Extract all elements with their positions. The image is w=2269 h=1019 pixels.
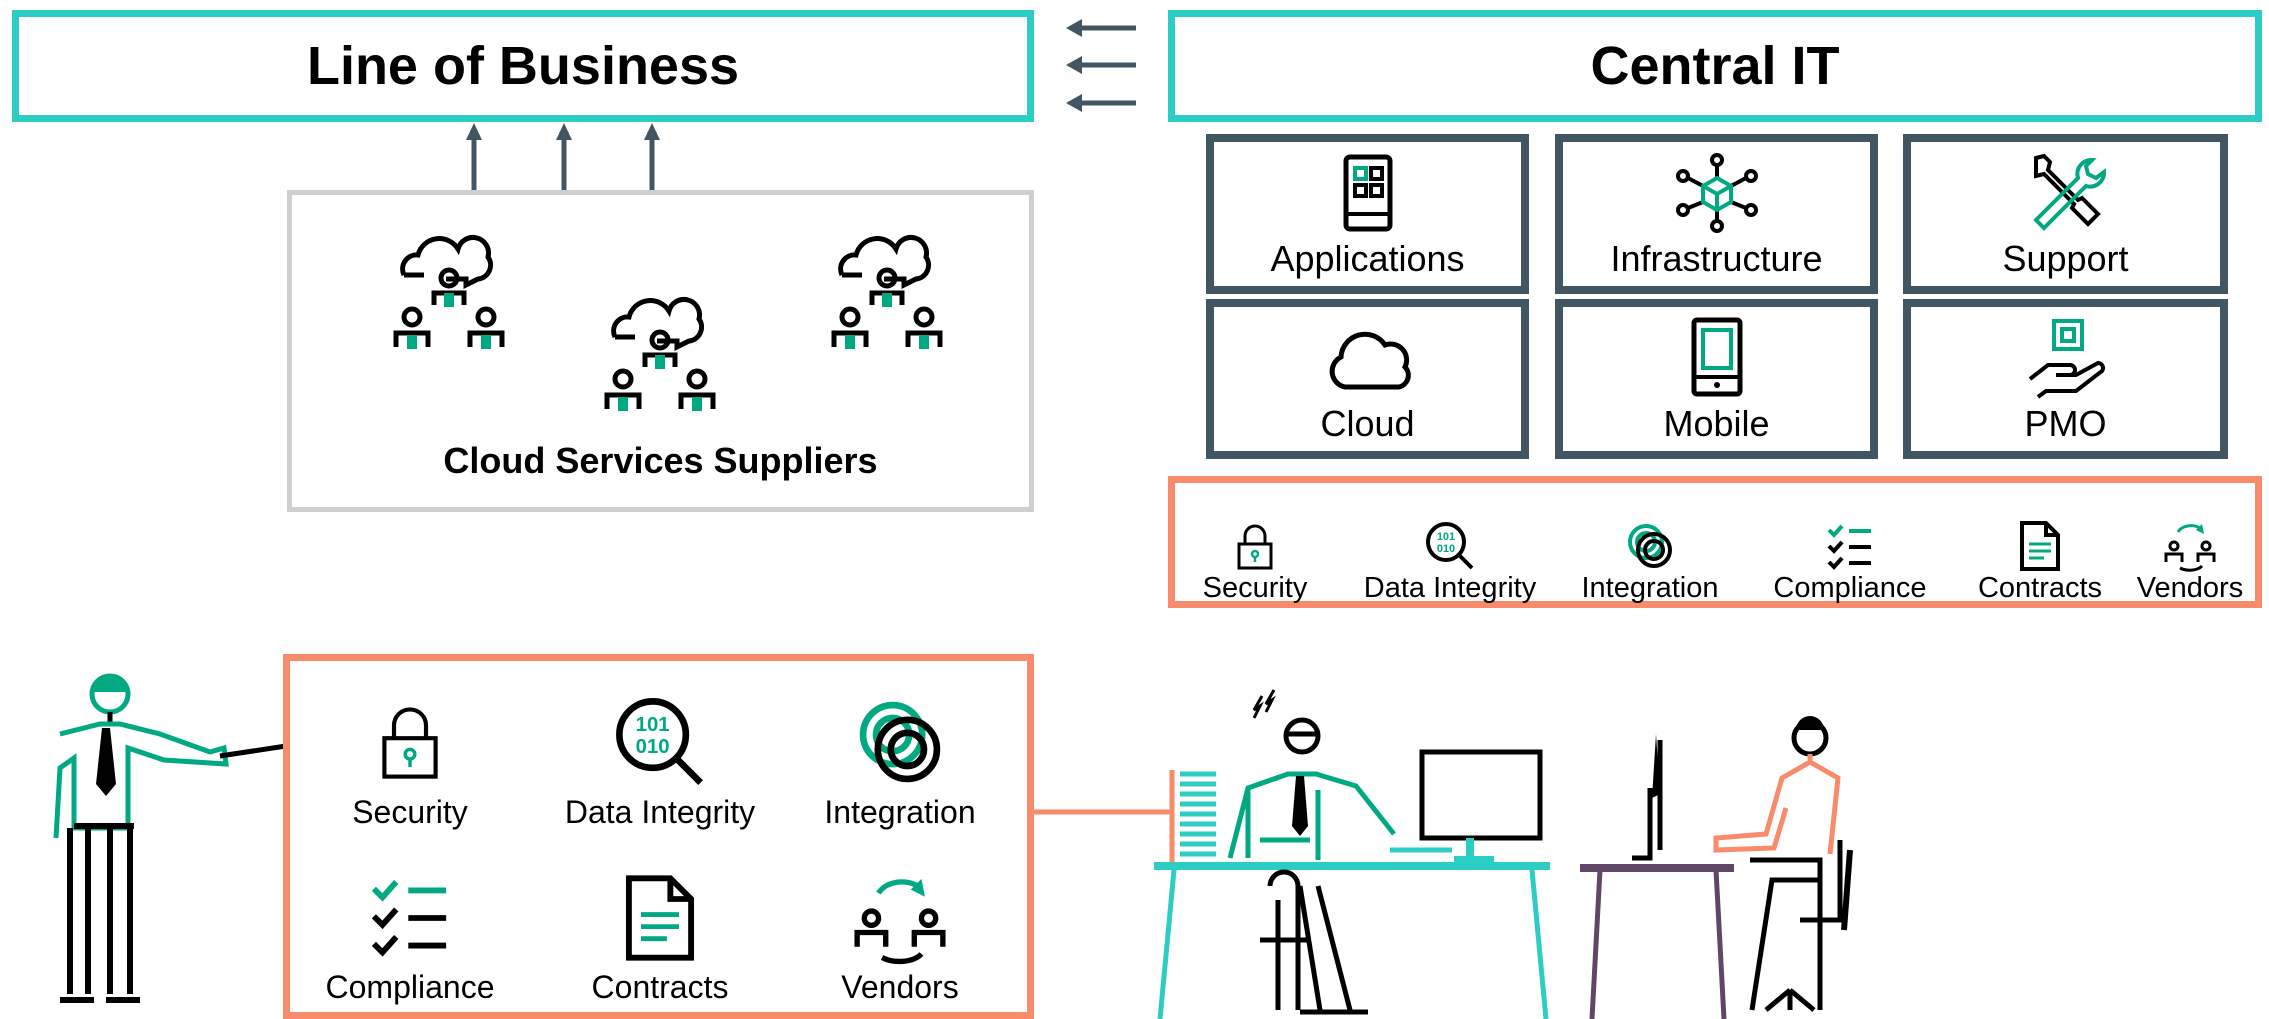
gov-item-vendors: Vendors	[800, 856, 1000, 1006]
gov-label: Vendors	[2136, 572, 2244, 604]
gov-label: Integration	[824, 794, 976, 830]
tile-label: PMO	[2024, 403, 2107, 444]
tile-cloud: Cloud	[1206, 299, 1529, 459]
checklist-icon	[371, 879, 447, 957]
tile-label: Mobile	[1663, 403, 1770, 444]
svg-text:101: 101	[636, 714, 670, 736]
central-it-box: Central IT	[1168, 10, 2262, 122]
gov-item-data-integrity: 101 010 Data Integrity	[1350, 497, 1550, 605]
tile-label: Support	[2002, 238, 2129, 279]
gov-label: Contracts	[591, 969, 729, 1005]
lob-governance-box: Security 101 010 Data Integrity Integrat…	[283, 654, 1034, 1019]
tile-label: Infrastructure	[1610, 238, 1823, 279]
svg-text:010: 010	[636, 736, 670, 758]
presenter-figure	[53, 673, 287, 1003]
tile-label: Applications	[1270, 238, 1465, 279]
magnifier-binary-icon: 101 010	[1426, 522, 1474, 570]
gov-item-integration: Integration	[1560, 497, 1740, 605]
tile-pmo: PMO	[1903, 299, 2228, 459]
org-chart-cloud-icon	[393, 235, 505, 349]
gov-label: Security	[352, 794, 468, 830]
gov-item-contracts: Contracts	[1955, 497, 2125, 605]
cloud-icon	[1329, 331, 1411, 390]
checklist-icon	[1827, 524, 1871, 570]
office-scene	[1154, 689, 1853, 1019]
org-chart-cloud-icon	[831, 235, 943, 349]
tile-applications: Applications	[1206, 134, 1529, 294]
gov-item-contracts: Contracts	[560, 856, 760, 1006]
connector-line	[1034, 809, 1174, 815]
left-arrows	[1066, 19, 1136, 112]
gov-item-security: Security	[1185, 497, 1325, 605]
mobile-icon	[1691, 317, 1742, 397]
gov-label: Contracts	[1977, 572, 2103, 604]
rings-icon	[859, 701, 941, 783]
central-governance-box: Security 101 010 Data Integrity Integrat…	[1168, 476, 2262, 608]
suppliers-label: Cloud Services Suppliers	[443, 440, 878, 481]
gov-label: Vendors	[841, 969, 959, 1005]
central-it-title: Central IT	[1590, 36, 1840, 96]
gov-label: Compliance	[325, 969, 495, 1005]
tile-mobile: Mobile	[1555, 299, 1878, 459]
svg-text:010: 010	[1437, 543, 1455, 555]
gov-item-data-integrity: 101 010 Data Integrity	[540, 681, 780, 831]
up-arrows	[466, 123, 660, 192]
app-grid-icon	[1343, 154, 1392, 232]
gov-item-compliance: Compliance	[310, 856, 510, 1006]
gov-item-security: Security	[310, 681, 510, 831]
org-chart-cloud-icon	[604, 297, 716, 411]
tile-infrastructure: Infrastructure	[1555, 134, 1878, 294]
gov-label: Integration	[1581, 572, 1719, 604]
gov-label: Security	[1202, 572, 1308, 604]
vendors-exchange-icon	[854, 878, 946, 965]
lob-title: Line of Business	[306, 36, 740, 96]
lob-box: Line of Business	[12, 10, 1034, 122]
lock-icon	[1237, 524, 1273, 570]
svg-text:101: 101	[1437, 531, 1455, 543]
tools-icon	[2032, 153, 2106, 231]
gov-item-vendors: Vendors	[2120, 497, 2260, 605]
gov-item-integration: Integration	[790, 681, 1010, 831]
suppliers-box: Cloud Services Suppliers	[287, 190, 1034, 512]
tile-label: Cloud	[1320, 403, 1415, 444]
document-icon	[625, 875, 695, 961]
hand-chip-icon	[2028, 319, 2105, 399]
gov-label: Data Integrity	[1363, 572, 1537, 604]
rings-icon	[1628, 524, 1672, 568]
gov-label: Data Integrity	[564, 794, 756, 830]
vendors-exchange-icon	[2164, 524, 2216, 572]
gov-label: Compliance	[1773, 572, 1927, 604]
document-icon	[2020, 521, 2060, 571]
lock-icon	[382, 707, 438, 779]
gov-item-compliance: Compliance	[1750, 497, 1950, 605]
network-cube-icon	[1675, 153, 1758, 233]
tile-support: Support	[1903, 134, 2228, 294]
magnifier-binary-icon: 101 010	[616, 698, 703, 785]
